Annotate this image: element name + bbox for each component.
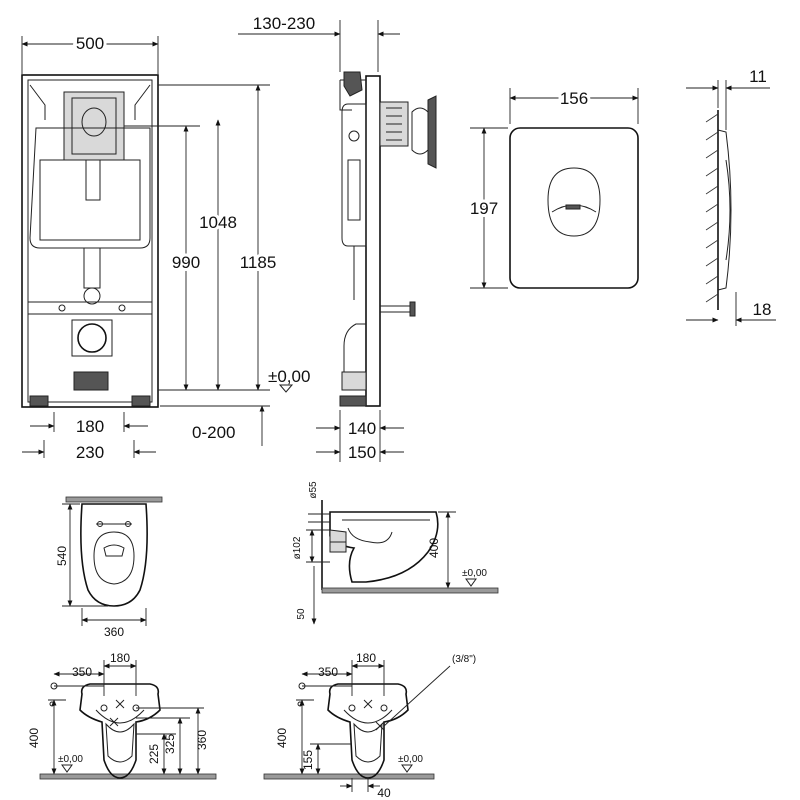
plate-side-top-label: 11 [749,67,767,86]
install-left-h360-label: 360 [195,730,209,750]
install-right-spacing-label: 180 [356,651,376,665]
install-left-height-label: 400 [27,728,41,748]
frame-front-view: 500 990 1048 1185 ±0,00 0-200 180 230 [21,31,310,462]
install-right-level-label: ±0,00 [398,754,423,765]
install-diagram-left: 180 350 400 ±0,00 225 325 360 [27,651,217,780]
install-diagram-right: 180 350 (3/8") 400 155 ±0,00 40 [263,651,476,800]
flush-plate-side: 11 18 [686,67,776,326]
install-left-level-label: ±0,00 [58,754,83,765]
adjust-range-label: 0-200 [192,423,235,442]
height-990-label: 990 [172,253,200,272]
floor-gap-label: 50 [296,608,307,620]
install-left-h225-label: 225 [147,744,161,764]
install-left-spacing-label: 180 [110,651,130,665]
height-1185-label: 1185 [240,253,277,272]
bowl-top-view: 540 360 [55,496,163,639]
depth-140-label: 140 [348,419,376,438]
bowl-side-view: ø55 ø102 400 ±0,00 50 [292,481,499,625]
install-right-offset-label: 350 [318,665,338,679]
bowl-length-label: 540 [55,546,69,566]
bowl-width-label: 360 [104,625,124,639]
bowl-level-label: ±0,00 [462,568,487,579]
flush-plate-front: 156 197 [467,86,639,289]
frame-side-view: 130-230 140 150 [238,14,437,462]
plate-side-bottom-label: 18 [753,300,772,319]
install-left-offset-label: 350 [72,665,92,679]
plate-height-label: 197 [470,199,498,218]
install-right-h155-label: 155 [301,750,315,770]
install-right-height-label: 400 [275,728,289,748]
install-left-h325-label: 325 [163,734,177,754]
install-right-thread-label: (3/8") [452,654,476,665]
height-1048-label: 1048 [199,213,237,232]
width-180-label: 180 [76,417,104,436]
plate-width-label: 156 [560,89,588,108]
frame-width-label: 500 [76,34,104,53]
bowl-height-label: 400 [427,538,441,558]
install-right-w40-label: 40 [377,786,391,800]
depth-150-label: 150 [348,443,376,462]
outlet-dia-label: ø55 [308,481,319,499]
level-mark-label: ±0,00 [268,367,310,386]
depth-range-label: 130-230 [253,14,315,33]
width-230-label: 230 [76,443,104,462]
drain-dia-label: ø102 [292,536,303,559]
